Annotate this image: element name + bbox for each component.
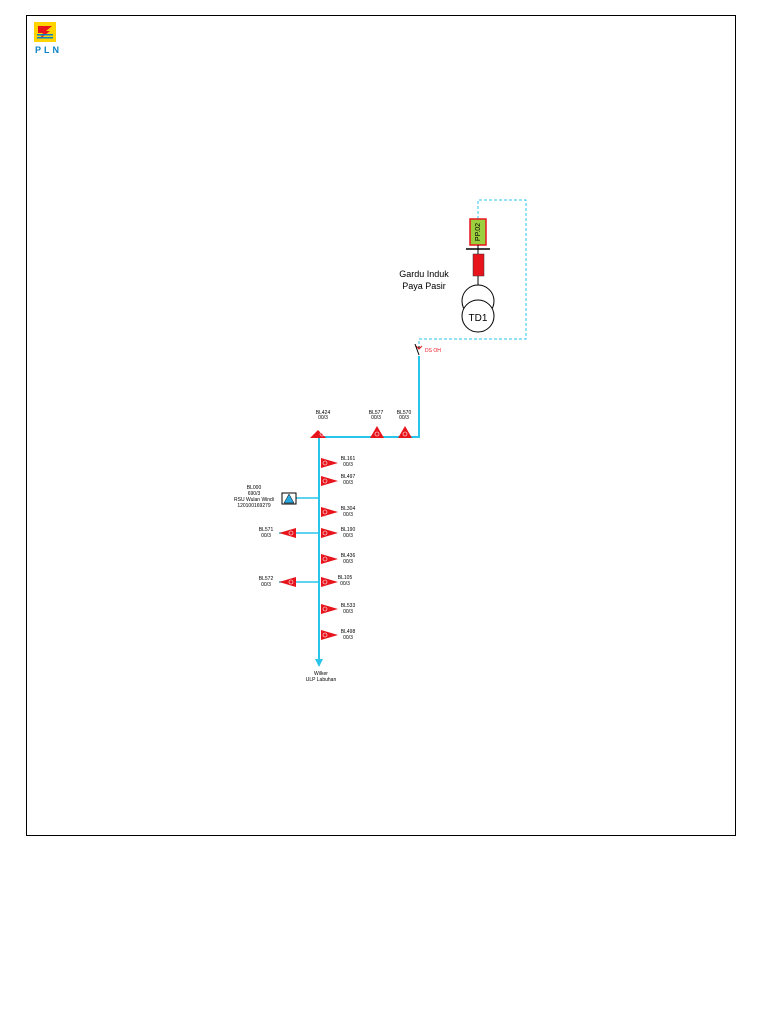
node-right-id: BL498 <box>341 629 356 635</box>
customer-line3: RSU Wulan Windi <box>234 497 274 503</box>
customer-line4: 120100169279 <box>237 503 271 509</box>
node-right-id: BL105 <box>338 575 353 581</box>
node-right-sub: 00/3 <box>343 480 353 486</box>
node-top[interactable] <box>370 426 384 438</box>
node-right[interactable] <box>321 554 338 564</box>
node-right[interactable] <box>321 507 338 517</box>
end-label-line2: ULP Labuhan <box>306 677 337 683</box>
node-right[interactable] <box>321 630 338 640</box>
node-top-id: BL570 <box>397 410 412 416</box>
node-top-sub: 00/3 <box>399 415 409 421</box>
node-right-sub: 00/3 <box>343 512 353 518</box>
lightning-icon <box>34 22 56 42</box>
dashed-feeder-loop <box>418 199 527 346</box>
substation-name-line1: Gardu Induk <box>399 269 449 279</box>
node-right[interactable] <box>321 476 338 486</box>
diagram-frame <box>26 15 736 836</box>
node-right-id: BL161 <box>341 456 356 462</box>
switch-label: DS OH <box>425 348 441 354</box>
node-left-sub: 00/3 <box>261 582 271 588</box>
logo-text: PLN <box>35 45 62 55</box>
node-right-id: BL497 <box>341 474 356 480</box>
main-feeder <box>318 356 420 664</box>
node-right-id: BL436 <box>341 553 356 559</box>
feeder-breaker[interactable]: PP.02 <box>469 218 487 246</box>
customer-line2: 690/3 <box>248 491 261 497</box>
node-right-sub: 00/3 <box>340 581 350 587</box>
node-left[interactable] <box>279 528 296 538</box>
transformer-label: TD1 <box>469 313 488 324</box>
node-right-id: BL190 <box>341 527 356 533</box>
node-right[interactable] <box>321 577 338 587</box>
node-left[interactable] <box>279 577 296 587</box>
breaker-label: PP.02 <box>475 223 482 241</box>
node-right-id: BL304 <box>341 506 356 512</box>
node-top-sub: 00/3 <box>318 415 328 421</box>
node-left-id: BL572 <box>259 576 274 582</box>
node-right[interactable] <box>321 604 338 614</box>
disconnect-switch[interactable] <box>414 343 423 356</box>
transformer-td1[interactable]: TD1 <box>461 284 495 333</box>
fuse[interactable] <box>472 253 485 277</box>
node-right[interactable] <box>321 458 338 468</box>
node-left-id: BL571 <box>259 527 274 533</box>
node-top-sub: 00/3 <box>371 415 381 421</box>
end-arrow <box>315 659 323 667</box>
node-top-id: BL424 <box>316 410 331 416</box>
pln-logo: PLN <box>34 22 68 58</box>
node-top-id: BL577 <box>369 410 384 416</box>
node-top[interactable] <box>398 426 412 438</box>
node-top[interactable] <box>310 430 326 438</box>
node-left-sub: 00/3 <box>261 533 271 539</box>
node-right-sub: 00/3 <box>343 533 353 539</box>
node-right[interactable] <box>321 528 338 538</box>
substation-name-line2: Paya Pasir <box>402 281 446 291</box>
node-right-sub: 00/3 <box>343 462 353 468</box>
end-label-line1: Wilker <box>314 671 328 677</box>
customer-transformer[interactable] <box>281 492 297 505</box>
node-right-sub: 00/3 <box>343 609 353 615</box>
customer-line1: BL000 <box>247 485 262 491</box>
node-right-sub: 00/3 <box>343 635 353 641</box>
node-right-id: BL533 <box>341 603 356 609</box>
node-right-sub: 00/3 <box>343 559 353 565</box>
